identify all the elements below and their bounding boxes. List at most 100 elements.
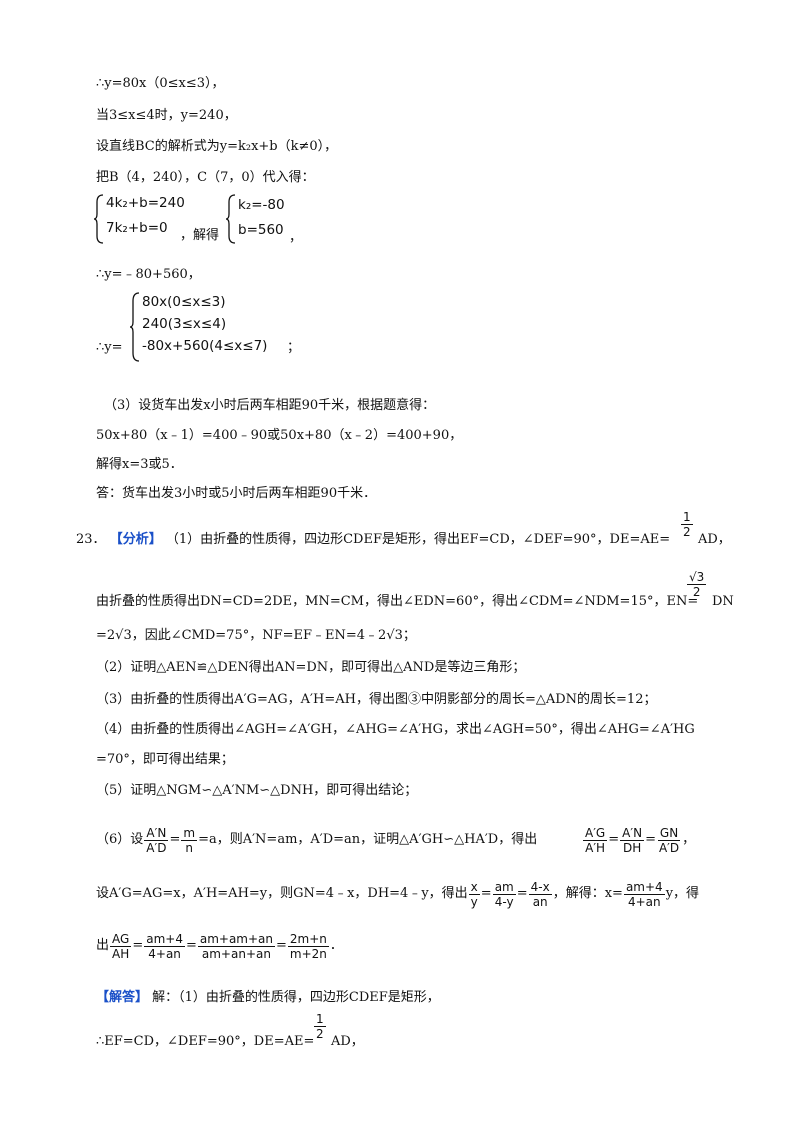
- brace-icon: [226, 194, 236, 244]
- equation-system-1: 4k₂+b=240 7k₂+b=0: [94, 194, 204, 244]
- line-2: 当3≤x≤4时，y=240，: [96, 108, 237, 123]
- denominator: y: [470, 894, 478, 909]
- numerator: GN: [657, 825, 681, 841]
- equals: =: [169, 832, 181, 847]
- text: 出: [96, 938, 110, 953]
- numerator: m: [181, 825, 198, 841]
- numerator: A′G: [583, 825, 608, 841]
- piece-row: 240(3≤x≤4): [142, 316, 227, 332]
- analysis-text: （1）由折叠的性质得，四边形CDEF是矩形，得出EF=CD，∠DEF=90°，D…: [165, 532, 671, 547]
- piecewise-function: 80x(0≤x≤3) 240(3≤x≤4) -80x+560(4≤x≤7): [130, 292, 300, 362]
- answer-line-2: ∴EF=CD，∠DEF=90°，DE=AE=: [96, 1034, 315, 1049]
- line-8: 解得x=3或5．: [96, 457, 183, 472]
- denominator: DH: [622, 840, 642, 855]
- denominator: 2: [692, 585, 701, 599]
- line-7: 50x+80（x﹣1）=400﹣90或50x+80（x﹣2）=400+90，: [96, 428, 463, 443]
- numerator: am+4: [144, 931, 185, 947]
- numerator: am: [492, 879, 516, 895]
- q23-line-7: =70°，即可得出结果；: [96, 752, 234, 767]
- denominator: 4-y: [494, 894, 514, 909]
- numerator: 4-x: [528, 879, 552, 895]
- line-4: 把B（4，240），C（7，0）代入得：: [96, 170, 315, 185]
- denominator: A′H: [585, 840, 606, 855]
- text: ．: [329, 938, 343, 953]
- text: y，得: [665, 886, 700, 901]
- answer-line-1: 【解答】 解：（1）由折叠的性质得，四边形CDEF是矩形，: [96, 990, 440, 1006]
- equation-row: k₂=-80: [238, 197, 285, 213]
- equals: =: [645, 832, 656, 847]
- fraction-half: 1 2: [314, 1012, 326, 1041]
- line-5: ∴y=﹣80+560，: [96, 267, 201, 282]
- numerator: A′N: [144, 825, 169, 841]
- denominator: A′D: [146, 840, 167, 855]
- numerator: 1: [314, 1012, 326, 1027]
- q23-line-2: 由折叠的性质得出DN=CD=2DE，MN=CM，得出∠EDN=60°，得出∠CD…: [96, 594, 699, 609]
- q23-line-2-end: DN: [712, 594, 734, 609]
- denominator: n: [185, 840, 194, 855]
- equals: =: [185, 938, 197, 953]
- equation-row: 7k₂+b=0: [106, 220, 168, 236]
- line-3: 设直线BC的解析式为y=k₂x+b（k≠0），: [96, 139, 338, 154]
- q23-line-4: （2）证明△AEN≌△DEN得出AN=DN，即可得出△AND是等边三角形；: [96, 660, 526, 675]
- q23-line-1-end: AD，: [698, 532, 731, 547]
- line-9: 答：货车出发3小时或5小时后两车相距90千米．: [96, 486, 377, 501]
- denominator: A′D: [658, 840, 680, 855]
- numerator: A′N: [620, 825, 645, 841]
- piecewise-prefix: ∴y=: [96, 340, 123, 355]
- denominator: m+2n: [289, 946, 327, 961]
- equals: =: [132, 938, 144, 953]
- text: ，: [682, 832, 696, 847]
- line-6: （3）设货车出发x小时后两车相距90千米，根据题意得：: [104, 398, 436, 413]
- brace-icon: [94, 194, 104, 244]
- equals: =: [608, 832, 620, 847]
- comma: ，: [289, 230, 303, 245]
- line-1: ∴y=80x（0≤x≤3），: [96, 76, 225, 91]
- q23-line-6: （4）由折叠的性质得出∠AGH=∠A′GH，∠AHG=∠A′HG，求出∠AGH=…: [96, 722, 695, 737]
- numerator: √3: [687, 570, 707, 585]
- denominator: 4+an: [627, 894, 661, 909]
- answer-text: 解：（1）由折叠的性质得，四边形CDEF是矩形，: [152, 990, 440, 1005]
- text: =a，则A′N=am，A′D=an，证明△A′GH∽△HA′D，得出: [198, 832, 538, 847]
- numerator: AG: [110, 931, 132, 947]
- q23-line-3: =2√3，因此∠CMD=75°，NF=EF﹣EN=4﹣2√3；: [96, 628, 416, 643]
- numerator: am+am+an: [197, 931, 276, 947]
- denominator: am+an+an: [201, 946, 271, 961]
- q23-line-5: （3）由折叠的性质得出A′G=AG，A′H=AH，得出图③中阴影部分的周长=△A…: [96, 692, 657, 707]
- text: ，解得：x=: [552, 886, 623, 901]
- numerator: am+4: [623, 879, 665, 895]
- equals: =: [480, 886, 492, 901]
- text: （6）设: [96, 832, 144, 847]
- denominator: 4+an: [148, 946, 181, 961]
- denominator: 2: [683, 525, 691, 539]
- denominator: AH: [112, 946, 130, 961]
- equals: =: [276, 938, 287, 953]
- text: 设A′G=AG=x，A′H=AH=y，则GN=4﹣x，DH=4﹣y，得出: [96, 886, 468, 901]
- semicolon: ；: [287, 340, 301, 355]
- solve-label: ，解得: [180, 228, 220, 243]
- numerator: 2m+n: [287, 931, 329, 947]
- numerator: 1: [681, 510, 693, 525]
- numerator: x: [468, 879, 480, 895]
- piece-row: -80x+560(4≤x≤7): [142, 338, 268, 354]
- equation-system-2: k₂=-80 b=560: [226, 194, 316, 244]
- q23-line-1: 23． 【分析】 （1）由折叠的性质得，四边形CDEF是矩形，得出EF=CD，∠…: [76, 532, 670, 548]
- answer-tag: 【解答】: [96, 990, 149, 1005]
- answer-line-2-end: AD，: [331, 1034, 364, 1049]
- denominator: an: [532, 894, 548, 909]
